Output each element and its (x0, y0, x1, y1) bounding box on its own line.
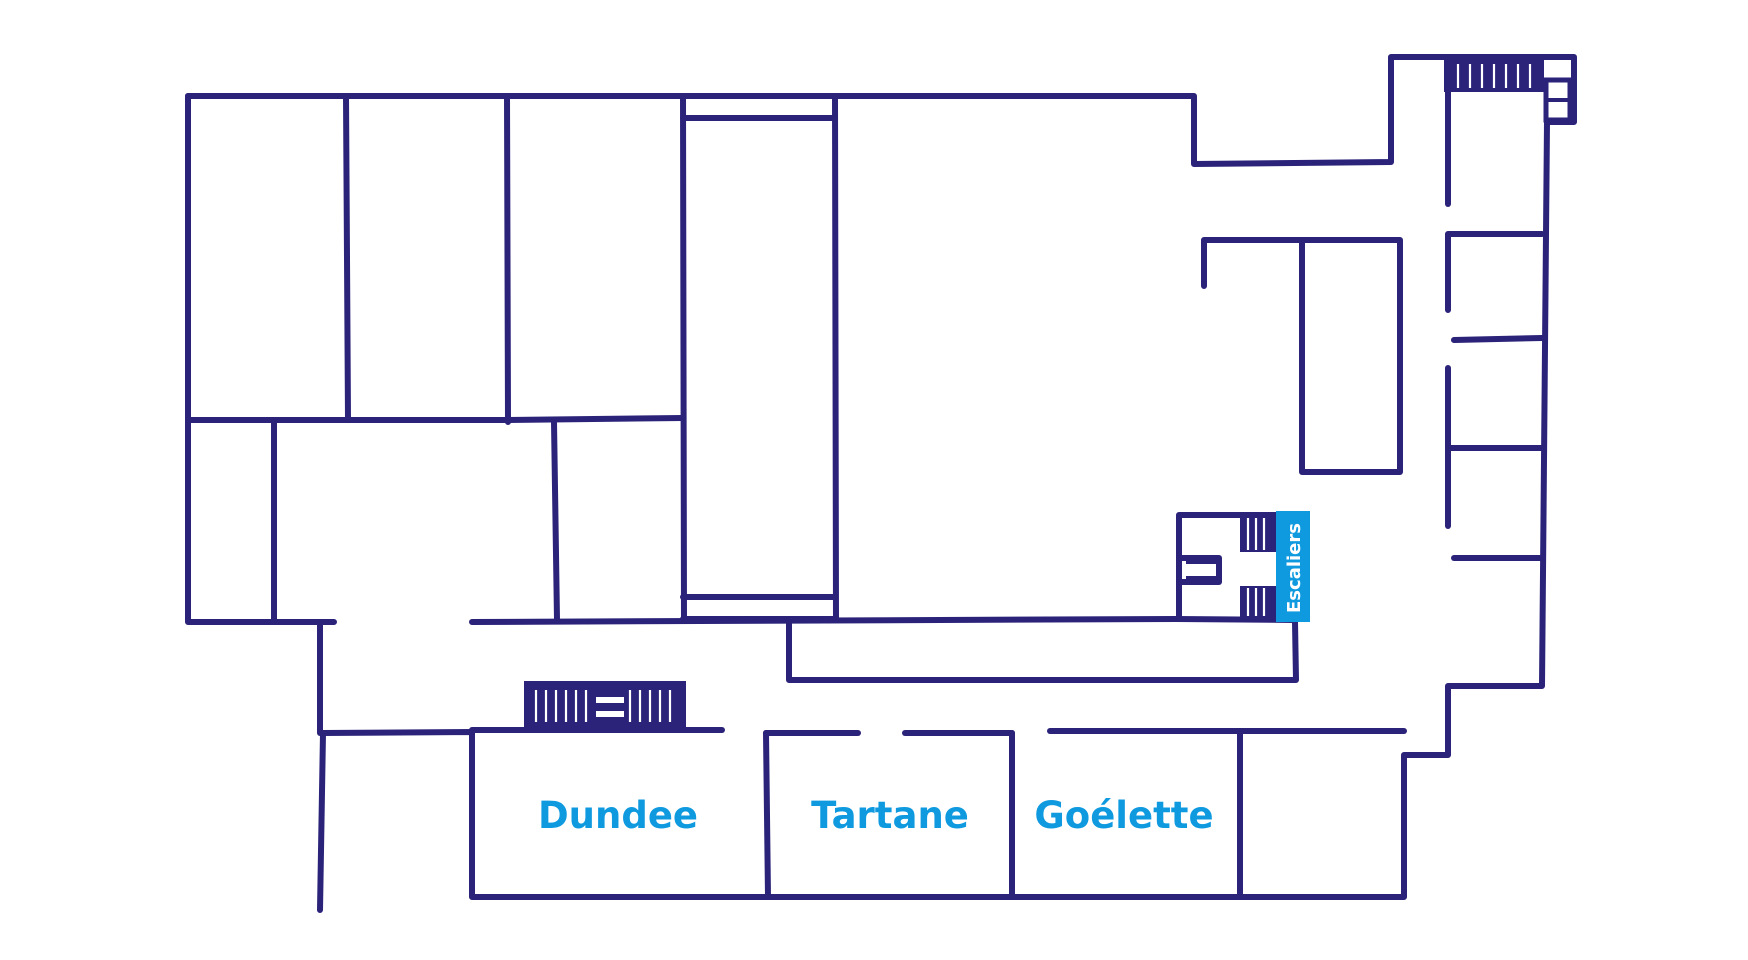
stairs-badge: Escaliers (1276, 511, 1310, 622)
stair-treads-northeast (1444, 60, 1573, 123)
wall-div-1 (343, 93, 351, 423)
wall-east-block (1201, 237, 1403, 475)
wall-div-3 (680, 93, 687, 623)
stair-treads-south (524, 681, 686, 730)
stairs-badge-background (1276, 511, 1310, 622)
outer-wall-west (185, 93, 337, 625)
stair-treads-central (1186, 516, 1276, 618)
wall-horizontal-mid (185, 415, 686, 423)
stairs-label: Escaliers (1284, 523, 1305, 613)
walls (185, 54, 1577, 913)
wall-div-2 (504, 93, 511, 425)
wall-long-room (786, 619, 1299, 683)
outer-wall-north (185, 54, 1577, 913)
room-label-goelette[interactable]: Goélette (1034, 794, 1213, 837)
wall-long-room-top (1173, 616, 1298, 623)
wall-div-6 (551, 419, 560, 623)
room-label-dundee[interactable]: Dundee (538, 794, 698, 837)
corridor-north-wall (469, 616, 1179, 625)
wall-east-corridor-3 (1451, 335, 1545, 343)
wall-div-4 (832, 93, 839, 623)
wall-room-dundee-tartane (763, 730, 771, 900)
wall-east-corridor-2 (1445, 231, 1545, 313)
room-label-tartane[interactable]: Tartane (811, 794, 969, 837)
